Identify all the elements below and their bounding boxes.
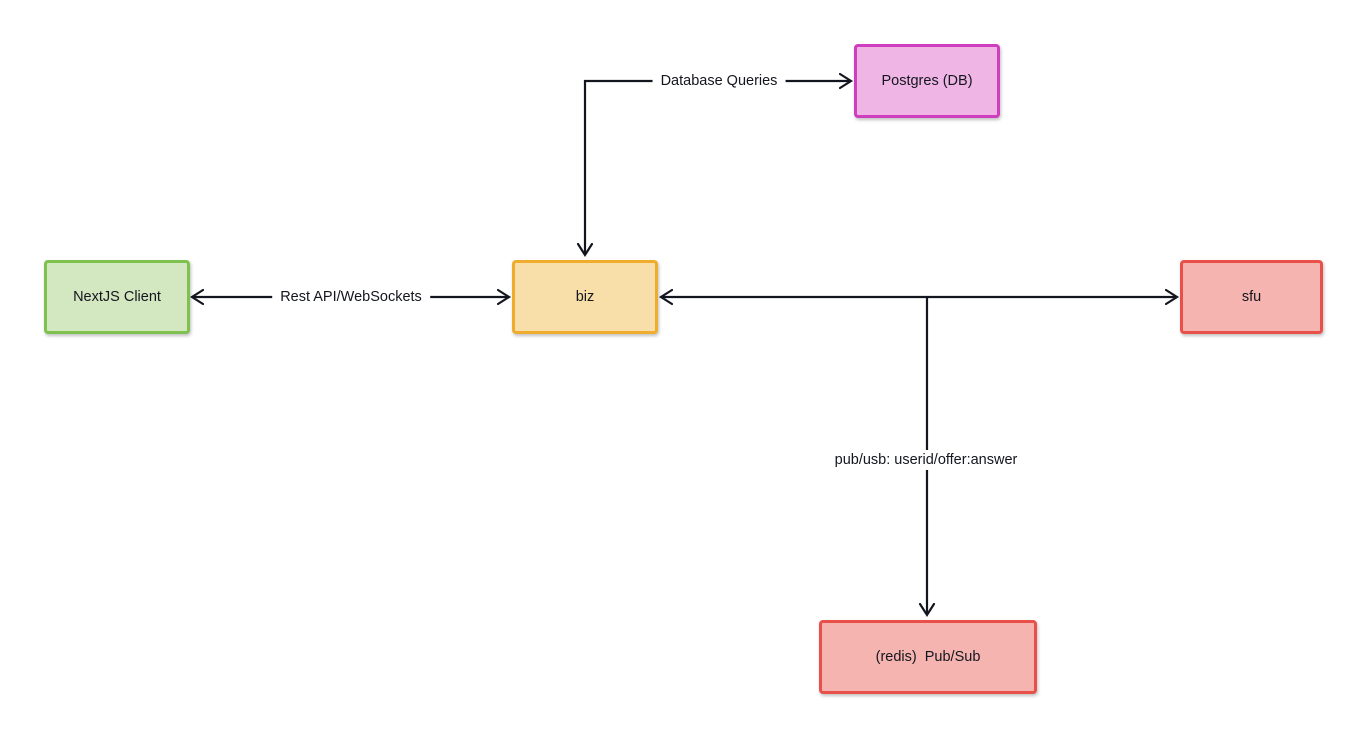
edge-biz-postgres[interactable] [585, 81, 850, 254]
node-biz[interactable]: biz [512, 260, 658, 334]
node-redis-pubsub[interactable]: (redis) Pub/Sub [819, 620, 1037, 694]
node-redis-pubsub-label: (redis) Pub/Sub [875, 649, 981, 665]
node-postgres-db[interactable]: Postgres (DB) [854, 44, 1000, 118]
node-nextjs-client-label: NextJS Client [73, 289, 161, 305]
node-postgres-db-label: Postgres (DB) [881, 73, 973, 89]
edge-label-database-queries: Database Queries [652, 71, 786, 91]
node-nextjs-client[interactable]: NextJS Client [44, 260, 190, 334]
edge-label-rest-api-websockets: Rest API/WebSockets [272, 287, 430, 307]
node-sfu[interactable]: sfu [1180, 260, 1323, 334]
node-biz-label: biz [575, 289, 595, 305]
node-sfu-label: sfu [1241, 289, 1262, 305]
edge-label-pub-usb: pub/usb: userid/offer:answer [826, 450, 1026, 470]
